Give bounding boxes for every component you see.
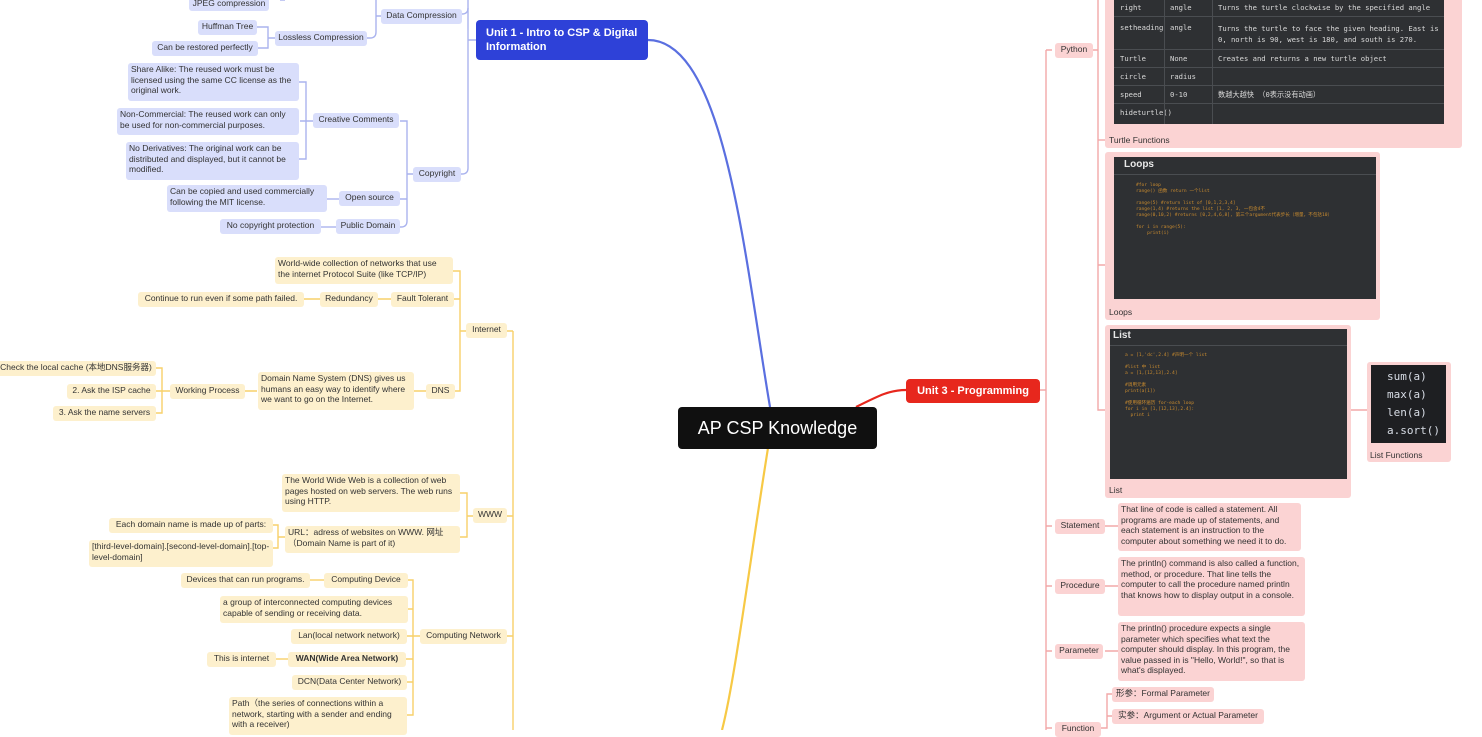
dns-step-3[interactable]: 3. Ask the name servers xyxy=(53,406,156,421)
list-fn-sort: a.sort() xyxy=(1387,424,1440,437)
loops-code: #for loop range() 函数 return 一个list range… xyxy=(1136,183,1333,236)
turtle-fn-speed: speed xyxy=(1120,90,1142,99)
creative-comments-node[interactable]: Creative Comments xyxy=(313,113,399,128)
turtle-functions-caption: Turtle Functions xyxy=(1109,135,1170,145)
parameter-desc-node[interactable]: The println() procedure expects a single… xyxy=(1118,622,1305,681)
turtle-fn-turtle: Turtle xyxy=(1120,54,1146,63)
open-source-node[interactable]: Open source xyxy=(339,191,400,206)
list-functions-image: sum(a) max(a) len(a) a.sort() xyxy=(1371,365,1446,443)
turtle-desc-setheading: Turns the turtle to face the given headi… xyxy=(1218,24,1439,44)
www-desc-node[interactable]: The World Wide Web is a collection of we… xyxy=(282,474,460,512)
redundancy-desc-node[interactable]: Continue to run even if some path failed… xyxy=(138,292,304,307)
list-code-image: List a = [1,'dc',2.4] #声明一个 list #list 中… xyxy=(1110,329,1347,479)
turtle-arg-setheading: angle xyxy=(1170,23,1192,32)
wan-desc-node[interactable]: This is internet xyxy=(207,652,276,667)
turtle-arg-speed: 0-10 xyxy=(1170,90,1188,99)
domain-parts-node[interactable]: Each domain name is made up of parts: xyxy=(109,518,273,533)
unit1-node[interactable]: Unit 1 - Intro to CSP & Digital Informat… xyxy=(476,20,648,60)
loops-heading: Loops xyxy=(1124,159,1154,170)
turtle-fn-hideturtle: hideturtle() xyxy=(1120,108,1172,117)
python-node[interactable]: Python xyxy=(1055,43,1093,58)
list-code: a = [1,'dc',2.4] #声明一个 list #list 中 list… xyxy=(1125,353,1207,418)
open-source-desc-node[interactable]: Can be copied and used commercially foll… xyxy=(167,185,327,212)
jpeg-compression-node[interactable]: JPEG compression xyxy=(189,0,269,11)
copyright-node[interactable]: Copyright xyxy=(413,167,461,182)
internet-node[interactable]: Internet xyxy=(466,323,507,338)
fault-tolerant-node[interactable]: Fault Tolerant xyxy=(391,292,454,307)
turtle-fn-circle: circle xyxy=(1120,72,1146,81)
internet-desc-node[interactable]: World-wide collection of networks that u… xyxy=(275,257,453,284)
dcn-node[interactable]: DCN(Data Center Network) xyxy=(292,675,407,690)
computing-device-desc-node[interactable]: Devices that can run programs. xyxy=(181,573,310,588)
loops-code-image: Loops #for loop range() 函数 return 一个list… xyxy=(1114,157,1376,299)
turtle-arg-right: angle xyxy=(1170,3,1192,12)
turtle-fn-setheading: setheading xyxy=(1120,23,1164,32)
procedure-node[interactable]: Procedure xyxy=(1055,579,1105,594)
no-derivatives-node[interactable]: No Derivatives: The original work can be… xyxy=(126,142,299,180)
turtle-desc-right: Turns the turtle clockwise by the specif… xyxy=(1218,3,1431,12)
loops-caption: Loops xyxy=(1109,307,1133,317)
url-node[interactable]: URL：adress of websites on WWW. 网址（Domain… xyxy=(285,526,460,553)
network-group-desc-node[interactable]: a group of interconnected computing devi… xyxy=(220,596,408,623)
huffman-tree-node[interactable]: Huffman Tree xyxy=(198,20,257,35)
dns-desc-node[interactable]: Domain Name System (DNS) gives us humans… xyxy=(258,372,414,410)
restored-perfectly-node[interactable]: Can be restored perfectly xyxy=(152,41,258,56)
list-functions-caption: List Functions xyxy=(1370,450,1423,460)
data-compression-node[interactable]: Data Compression xyxy=(381,9,462,24)
non-commercial-node[interactable]: Non-Commercial: The reused work can only… xyxy=(117,108,299,135)
turtle-fn-right: right xyxy=(1120,3,1142,12)
formal-parameter-node[interactable]: 形参：Formal Parameter xyxy=(1112,687,1214,702)
statement-desc-node[interactable]: That line of code is called a statement.… xyxy=(1118,503,1301,551)
list-heading: List xyxy=(1113,330,1131,341)
list-caption: List xyxy=(1109,485,1123,495)
wan-node[interactable]: WAN(Wide Area Network) xyxy=(288,652,406,667)
www-node[interactable]: WWW xyxy=(473,508,507,523)
parameter-node[interactable]: Parameter xyxy=(1055,644,1103,659)
public-domain-node[interactable]: Public Domain xyxy=(336,219,400,234)
turtle-functions-table: right angle Turns the turtle clockwise b… xyxy=(1114,0,1444,124)
unit3-node[interactable]: Unit 3 - Programming xyxy=(906,379,1040,403)
turtle-arg-turtle: None xyxy=(1170,54,1188,63)
turtle-desc-speed: 数越大越快 （0表示没有动画） xyxy=(1218,90,1321,99)
dns-step-1[interactable]: Check the local cache (本地DNS服务器) xyxy=(0,361,156,376)
path-node[interactable]: Path（the series of connections within a … xyxy=(229,697,407,735)
list-fn-len: len(a) xyxy=(1387,406,1427,419)
list-fn-sum: sum(a) xyxy=(1387,370,1427,383)
computing-device-node[interactable]: Computing Device xyxy=(324,573,408,588)
computing-network-node[interactable]: Computing Network xyxy=(420,629,507,644)
share-alike-node[interactable]: Share Alike: The reused work must be lic… xyxy=(128,63,299,101)
dns-node[interactable]: DNS xyxy=(426,384,455,399)
dns-step-2[interactable]: 2. Ask the ISP cache xyxy=(67,384,156,399)
working-process-node[interactable]: Working Process xyxy=(170,384,245,399)
statement-node[interactable]: Statement xyxy=(1055,519,1105,534)
domain-format-node[interactable]: [third-level-domain].[second-level-domai… xyxy=(89,540,273,567)
public-domain-desc-node[interactable]: No copyright protection xyxy=(220,219,321,234)
procedure-desc-node[interactable]: The println() command is also called a f… xyxy=(1118,557,1305,616)
turtle-desc-turtle: Creates and returns a new turtle object xyxy=(1218,54,1387,63)
lan-node[interactable]: Lan(local network network) xyxy=(291,629,407,644)
actual-parameter-node[interactable]: 实参：Argument or Actual Parameter xyxy=(1112,709,1264,724)
lossless-compression-node[interactable]: Lossless Compression xyxy=(275,31,367,46)
redundancy-node[interactable]: Redundancy xyxy=(320,292,378,307)
root-node[interactable]: AP CSP Knowledge xyxy=(678,407,877,449)
turtle-arg-circle: radius xyxy=(1170,72,1196,81)
list-fn-max: max(a) xyxy=(1387,388,1427,401)
